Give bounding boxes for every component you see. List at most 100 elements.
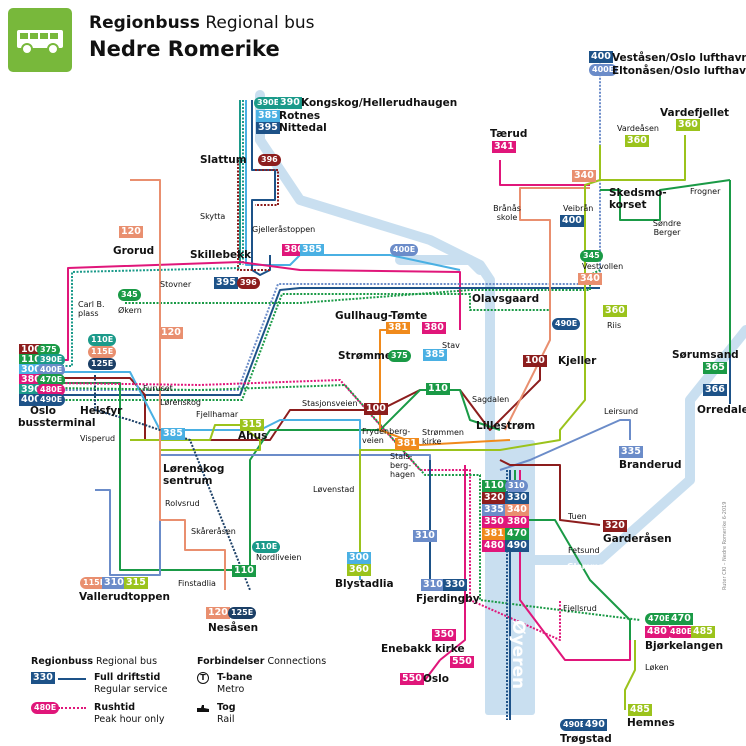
stop-frogner: Frogner	[690, 187, 721, 196]
route-badge-396-skillebekk: 396	[237, 277, 260, 289]
stop-stav: Stav	[442, 341, 460, 350]
legend-full-sub: Regular service	[94, 684, 168, 695]
inline-badge-550: 550	[450, 656, 474, 668]
route-120-line	[130, 179, 226, 590]
stop-finstadlia: Finstadlia	[178, 579, 216, 588]
route-badge-100-kjeller: 100	[523, 355, 547, 367]
route-380-line	[55, 261, 461, 361]
stop-eltonasen: Eltonåsen/Oslo lufthavn	[612, 65, 746, 77]
route-480-line	[54, 379, 561, 641]
route-110-line	[55, 382, 501, 571]
stop-oslo-bussterminal: Oslo bussterminal	[18, 405, 96, 429]
label-nitelva: Nitelva	[499, 314, 509, 347]
route-badge-490: 490	[583, 719, 607, 731]
stop-kongskog: Kongskog/Hellerudhaugen	[301, 97, 458, 109]
route-badge-350-enebakk: 350	[432, 629, 456, 641]
stop-blystadlia: Blystadlia	[335, 578, 394, 590]
legend-rush-title: Rushtid	[94, 702, 136, 713]
stop-lovenstad: Løvenstad	[313, 485, 355, 494]
stop-branas-skole: Brånås skole	[493, 204, 521, 222]
inline-badge-381: 381	[395, 438, 419, 450]
stop-gullhaug-tomte: Gullhaug-Tømte	[335, 310, 428, 322]
inline-badge-385-c: 385	[423, 349, 447, 361]
stop-fjellsrud: Fjellsrud	[563, 604, 597, 613]
inline-badge-120: 120	[159, 327, 183, 339]
route-badge-110: 110	[19, 354, 43, 366]
inline-badge-385: 385	[161, 428, 185, 440]
route-badge-395: 395	[256, 122, 280, 134]
stop-okern: Økern	[118, 306, 142, 315]
stop-trogstad: Trøgstad	[560, 733, 612, 745]
route-badge-310-vallerud: 310	[102, 577, 126, 589]
route-badge-100: 100	[19, 344, 43, 356]
stop-oslo-550: Oslo	[423, 673, 449, 685]
stop-garderasen: Garderåsen	[603, 533, 672, 545]
route-badge-115E: 115E	[88, 346, 117, 358]
stop-fjellhamar: Fjellhamar	[196, 410, 239, 419]
route-badge-125E-nesasen: 125E	[228, 607, 257, 619]
stop-fjerdingby: Fjerdingby	[416, 593, 480, 605]
stop-loken: Løken	[645, 663, 669, 672]
stop-vestasen: Veståsen/Oslo lufthavn	[612, 52, 746, 64]
legend-rush-sub: Peak hour only	[94, 714, 165, 725]
route-badge-360-blystadlia: 360	[347, 564, 371, 576]
route-badge-366: 366	[703, 384, 727, 396]
route-badge-125E: 125E	[88, 358, 117, 370]
stop-ahus: Ahus	[238, 430, 268, 442]
route-485-line	[624, 640, 636, 710]
stop-stasjonsveien: Stasjonsveien	[302, 399, 358, 408]
route-badge-480E: 480E	[667, 626, 696, 638]
route-badge-300: 300	[19, 364, 43, 376]
route-badge-315-vallerud: 315	[124, 577, 148, 589]
route-310-line	[95, 454, 431, 576]
stop-vardefjellet: Vardefjellet	[660, 107, 730, 119]
route-badge-345-vestvollen: 345	[580, 250, 603, 262]
route-badge-365: 365	[703, 362, 727, 374]
route-badge-381-lillestrom: 381	[482, 528, 506, 540]
inline-badge-110E: 110E	[252, 541, 281, 553]
legend-badge-330: 330	[31, 672, 55, 684]
stop-vallerudtoppen: Vallerudtoppen	[79, 591, 170, 603]
route-badge-335-lillestrom: 335	[482, 504, 506, 516]
route-100-line	[55, 360, 541, 441]
stop-kjeller: Kjeller	[558, 355, 597, 367]
route-badge-375: 375	[37, 344, 60, 356]
stop-stalsberghagen: Stals-berg-hagen	[390, 452, 416, 479]
stop-nittedal: Nittedal	[279, 122, 327, 134]
stop-bjorkelangen: Bjørkelangen	[645, 640, 724, 652]
stop-enebakk-kirke: Enebakk kirke	[381, 643, 465, 655]
route-badge-470E: 470E	[645, 613, 674, 625]
route-350-line	[439, 465, 466, 661]
route-badge-380-lillestrom: 380	[505, 516, 529, 528]
stop-leirsund: Leirsund	[604, 407, 639, 416]
stop-fetsund: Fetsund	[568, 546, 600, 555]
stop-stovner: Stovner	[160, 280, 192, 289]
metro-icon: T	[197, 672, 209, 684]
map-credit: Ruter CKI – Nedre Romerike 6-2019	[722, 501, 728, 590]
stop-furuset: Furuset	[143, 384, 173, 393]
stop-nordliveien: Nordliveien	[256, 553, 302, 562]
route-badge-330-lillestrom: 330	[505, 492, 529, 504]
route-360-vardefjellet	[600, 135, 686, 181]
stop-sondre-berger: Søndre Berger	[652, 219, 682, 237]
route-400E-trunk	[55, 60, 601, 391]
stop-veibran: Veibrån	[563, 204, 594, 213]
route-330-line	[429, 460, 440, 591]
route-badge-390E: 390E	[254, 97, 283, 109]
label-oyeren: Øyeren	[508, 620, 528, 690]
route-badge-381: 381	[386, 322, 410, 334]
map-title: Regionbuss Regional bus	[89, 13, 315, 33]
legend-rail-sub: Rail	[217, 714, 235, 725]
inline-badge-340: 340	[572, 170, 596, 182]
route-badge-320-lillestrom: 320	[482, 492, 506, 504]
route-badge-110E: 110E	[88, 334, 117, 346]
stop-visperud: Visperud	[80, 434, 116, 443]
route-badge-480E-terminal: 480E	[37, 384, 66, 396]
glomma-river	[515, 325, 746, 565]
legend-metro-sub: Metro	[217, 684, 245, 695]
inline-badge-360: 360	[603, 305, 627, 317]
map-subtitle: Nedre Romerike	[89, 37, 280, 61]
route-badge-380: 380	[19, 374, 43, 386]
route-badge-470E: 470E	[37, 374, 66, 386]
